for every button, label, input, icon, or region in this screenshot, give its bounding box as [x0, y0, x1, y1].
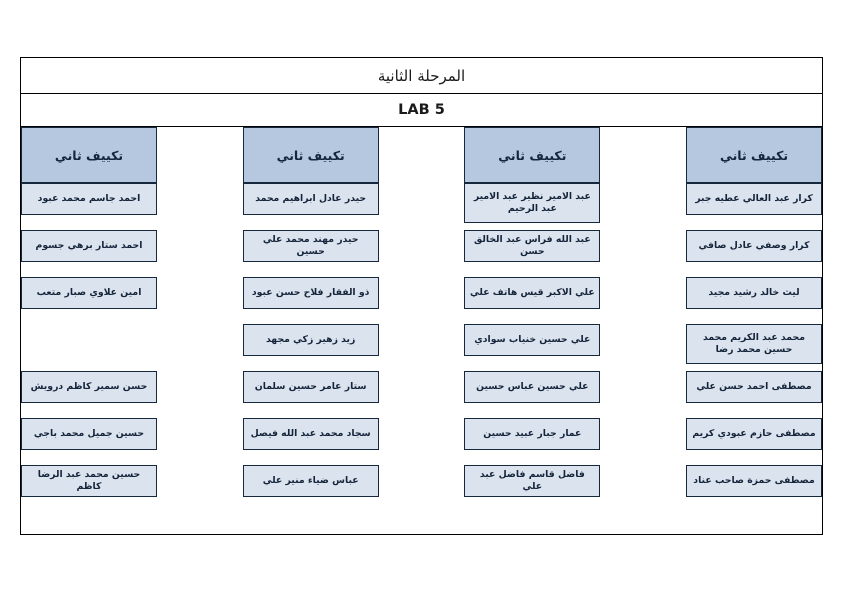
table-row: عمار جبار عبيد حسين: [464, 418, 601, 465]
table-row: زيد زهير زكي مجهد: [242, 324, 379, 371]
student-name-cell: علي حسين خنياب سوادي: [464, 324, 601, 356]
table-row: علي حسين خنياب سوادي: [464, 324, 601, 371]
table-row: عبد الامير نظير عبد الامير عبد الرحيم: [464, 183, 601, 230]
student-name-cell: احمد جاسم محمد عبود: [20, 183, 157, 215]
table-row: عباس ضياء منير علي: [242, 465, 379, 512]
student-name-cell: حسن سمير كاظم درويش: [20, 371, 157, 403]
table-grid: تكييف ثاني كرار عبد العالي عطيه جبر كرار…: [20, 127, 822, 512]
table-row: ستار عامر حسين سلمان: [242, 371, 379, 418]
table-row: كرار عبد العالي عطيه جبر: [686, 183, 822, 230]
student-name-cell: عبد الله فراس عبد الخالق حسن: [464, 230, 601, 262]
student-name-cell: عمار جبار عبيد حسين: [464, 418, 601, 450]
column-header-2: تكييف ثاني: [464, 127, 601, 183]
student-name-cell: علي حسين عباس حسين: [464, 371, 601, 403]
student-name-cell: احمد ستار برهي جسوم: [20, 230, 157, 262]
empty-cell: [21, 324, 157, 356]
table-row: عبد الله فراس عبد الخالق حسن: [464, 230, 601, 277]
student-name-cell: مصطفى حمزة صاحب عناد: [686, 465, 822, 497]
table-row: سجاد محمد عبد الله فيصل: [242, 418, 379, 465]
column-header-3: تكييف ثاني: [242, 127, 379, 183]
student-name-cell: كرار وصفي عادل صافي: [686, 230, 822, 262]
column-header-1: تكييف ثاني: [686, 127, 822, 183]
student-name-cell: فاضل قاسم فاضل عبد علي: [464, 465, 601, 497]
column-spacer: [600, 127, 686, 512]
table-row: حيدر عادل ابراهيم محمد: [242, 183, 379, 230]
table-column-4: تكييف ثاني احمد جاسم محمد عبود احمد ستار…: [20, 127, 157, 512]
column-spacer: [156, 127, 243, 512]
student-name-cell: ذو الفقار فلاح حسن عبود: [242, 277, 379, 309]
table-row: علي حسين عباس حسين: [464, 371, 601, 418]
student-name-cell: عباس ضياء منير علي: [242, 465, 379, 497]
student-name-cell: علي الاكبر قيس هاتف علي: [464, 277, 601, 309]
student-name-cell: حيدر مهند محمد علي حسين: [242, 230, 379, 262]
table-title-lab: LAB 5: [21, 94, 822, 127]
table-row: احمد ستار برهي جسوم: [20, 230, 157, 277]
table-column-1: تكييف ثاني كرار عبد العالي عطيه جبر كرار…: [686, 127, 822, 512]
student-name-cell: ليث خالد رشيد مجيد: [686, 277, 822, 309]
table-row: كرار وصفي عادل صافي: [686, 230, 822, 277]
table-row: ذو الفقار فلاح حسن عبود: [242, 277, 379, 324]
table-row: امين علاوي صبار متعب: [20, 277, 157, 324]
student-name-cell: كرار عبد العالي عطيه جبر: [686, 183, 822, 215]
table-row: مصطفى احمد حسن علي: [686, 371, 822, 418]
table-row: فاضل قاسم فاضل عبد علي: [464, 465, 601, 512]
schedule-table: المرحلة الثانية LAB 5 تكييف ثاني كرار عب…: [20, 57, 823, 535]
student-name-cell: حسين جميل محمد باجي: [20, 418, 157, 450]
column-header-4: تكييف ثاني: [20, 127, 157, 183]
student-name-cell: حسين محمد عبد الرضا كاظم: [20, 465, 157, 497]
table-row: ليث خالد رشيد مجيد: [686, 277, 822, 324]
table-row: مصطفى حمزة صاحب عناد: [686, 465, 822, 512]
table-row: حسين جميل محمد باجي: [20, 418, 157, 465]
table-row: حسين محمد عبد الرضا كاظم: [20, 465, 157, 512]
table-row: [21, 324, 157, 371]
student-name-cell: حيدر عادل ابراهيم محمد: [242, 183, 379, 215]
table-bottom-strip: [21, 512, 822, 534]
student-name-cell: سجاد محمد عبد الله فيصل: [242, 418, 379, 450]
table-row: احمد جاسم محمد عبود: [20, 183, 157, 230]
student-name-cell: مصطفى احمد حسن علي: [686, 371, 822, 403]
table-row: مصطفى حازم عبودي كريم: [686, 418, 822, 465]
table-row: علي الاكبر قيس هاتف علي: [464, 277, 601, 324]
table-row: حسن سمير كاظم درويش: [20, 371, 157, 418]
student-name-cell: مصطفى حازم عبودي كريم: [686, 418, 822, 450]
table-row: حيدر مهند محمد علي حسين: [242, 230, 379, 277]
student-name-cell: ستار عامر حسين سلمان: [242, 371, 379, 403]
student-name-cell: امين علاوي صبار متعب: [20, 277, 157, 309]
student-name-cell: عبد الامير نظير عبد الامير عبد الرحيم: [464, 183, 601, 223]
table-row: محمد عبد الكريم محمد حسين محمد رضا: [686, 324, 822, 371]
student-name-cell: زيد زهير زكي مجهد: [242, 324, 379, 356]
table-column-2: تكييف ثاني عبد الامير نظير عبد الامير عب…: [464, 127, 601, 512]
table-title-stage: المرحلة الثانية: [21, 58, 822, 94]
student-name-cell: محمد عبد الكريم محمد حسين محمد رضا: [686, 324, 822, 364]
column-spacer: [378, 127, 465, 512]
table-column-3: تكييف ثاني حيدر عادل ابراهيم محمد حيدر م…: [242, 127, 379, 512]
